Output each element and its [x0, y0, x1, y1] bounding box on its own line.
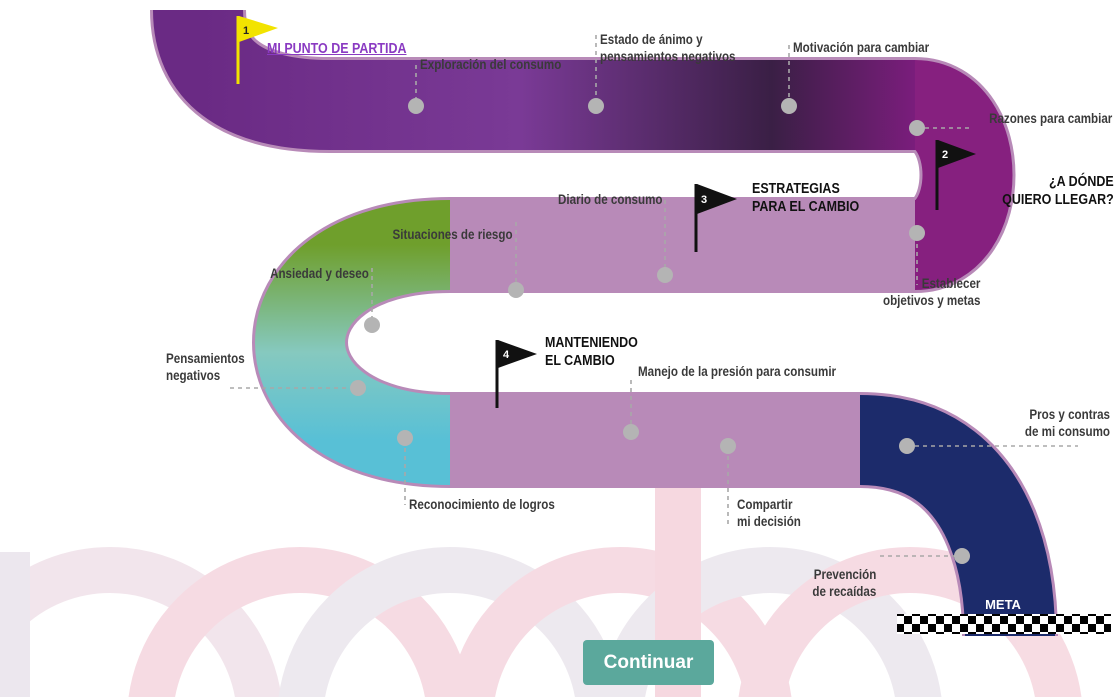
stage-2-title: ¿A DÓNDE QUIERO LLEGAR? — [1002, 174, 1114, 208]
dot-compartir[interactable] — [720, 438, 736, 454]
topic-reconocimiento: Reconocimiento de logros — [409, 497, 555, 512]
flag-1-icon: 1 — [236, 16, 278, 84]
stage-3-title: ESTRATEGIAS PARA EL CAMBIO — [752, 181, 860, 215]
dot-reconocimiento[interactable] — [397, 430, 413, 446]
finish-line — [897, 614, 1111, 634]
topic-ansiedad: Ansiedad y deseo — [270, 266, 369, 281]
milestone-dots — [350, 98, 970, 564]
dot-estado-animo[interactable] — [588, 98, 604, 114]
flag-3-number: 3 — [701, 194, 707, 206]
dot-ansiedad[interactable] — [364, 317, 380, 333]
continue-button[interactable]: Continuar — [583, 640, 714, 685]
dot-situaciones[interactable] — [508, 282, 524, 298]
topic-objetivos: Establecer objetivos y metas — [883, 276, 981, 308]
dot-pros-contras[interactable] — [899, 438, 915, 454]
finish-label: META — [985, 597, 1021, 612]
stage-1-title[interactable]: MI PUNTO DE PARTIDA — [267, 41, 407, 57]
flag-4-number: 4 — [503, 349, 510, 361]
topic-prevencion: Prevención de recaídas — [812, 567, 876, 599]
topic-pensamientos: Pensamientos negativos — [166, 351, 245, 383]
flag-2-icon: 2 — [935, 140, 976, 210]
watermark-bar — [0, 552, 30, 697]
dot-exploracion[interactable] — [408, 98, 424, 114]
topic-diario: Diario de consumo — [558, 192, 663, 207]
connector-lines — [230, 35, 1078, 557]
topic-situaciones: Situaciones de riesgo — [392, 227, 513, 242]
topic-compartir: Compartir mi decisión — [737, 497, 801, 529]
dot-objetivos[interactable] — [909, 225, 925, 241]
topic-pros-contras: Pros y contras de mi consumo — [1024, 407, 1110, 439]
stage-4-title: MANTENIENDO EL CAMBIO — [545, 335, 638, 369]
dot-motivacion[interactable] — [781, 98, 797, 114]
road — [153, 7, 1055, 637]
flag-2-number: 2 — [942, 149, 948, 161]
topic-exploracion: Exploración del consumo — [420, 57, 562, 72]
dot-razones[interactable] — [909, 120, 925, 136]
dot-diario[interactable] — [657, 267, 673, 283]
flag-3-icon: 3 — [694, 184, 737, 252]
dot-manejo[interactable] — [623, 424, 639, 440]
dot-pensamientos[interactable] — [350, 380, 366, 396]
topic-estado-animo: Estado de ánimo y pensamientos negativos — [600, 32, 736, 64]
flag-1-number: 1 — [243, 25, 249, 37]
dot-prevencion[interactable] — [954, 548, 970, 564]
topic-razones: Razones para cambiar — [988, 111, 1112, 126]
topic-motivacion: Motivación para cambiar — [793, 40, 930, 55]
flag-4-icon: 4 — [495, 340, 537, 408]
topic-manejo: Manejo de la presión para consumir — [638, 364, 837, 379]
